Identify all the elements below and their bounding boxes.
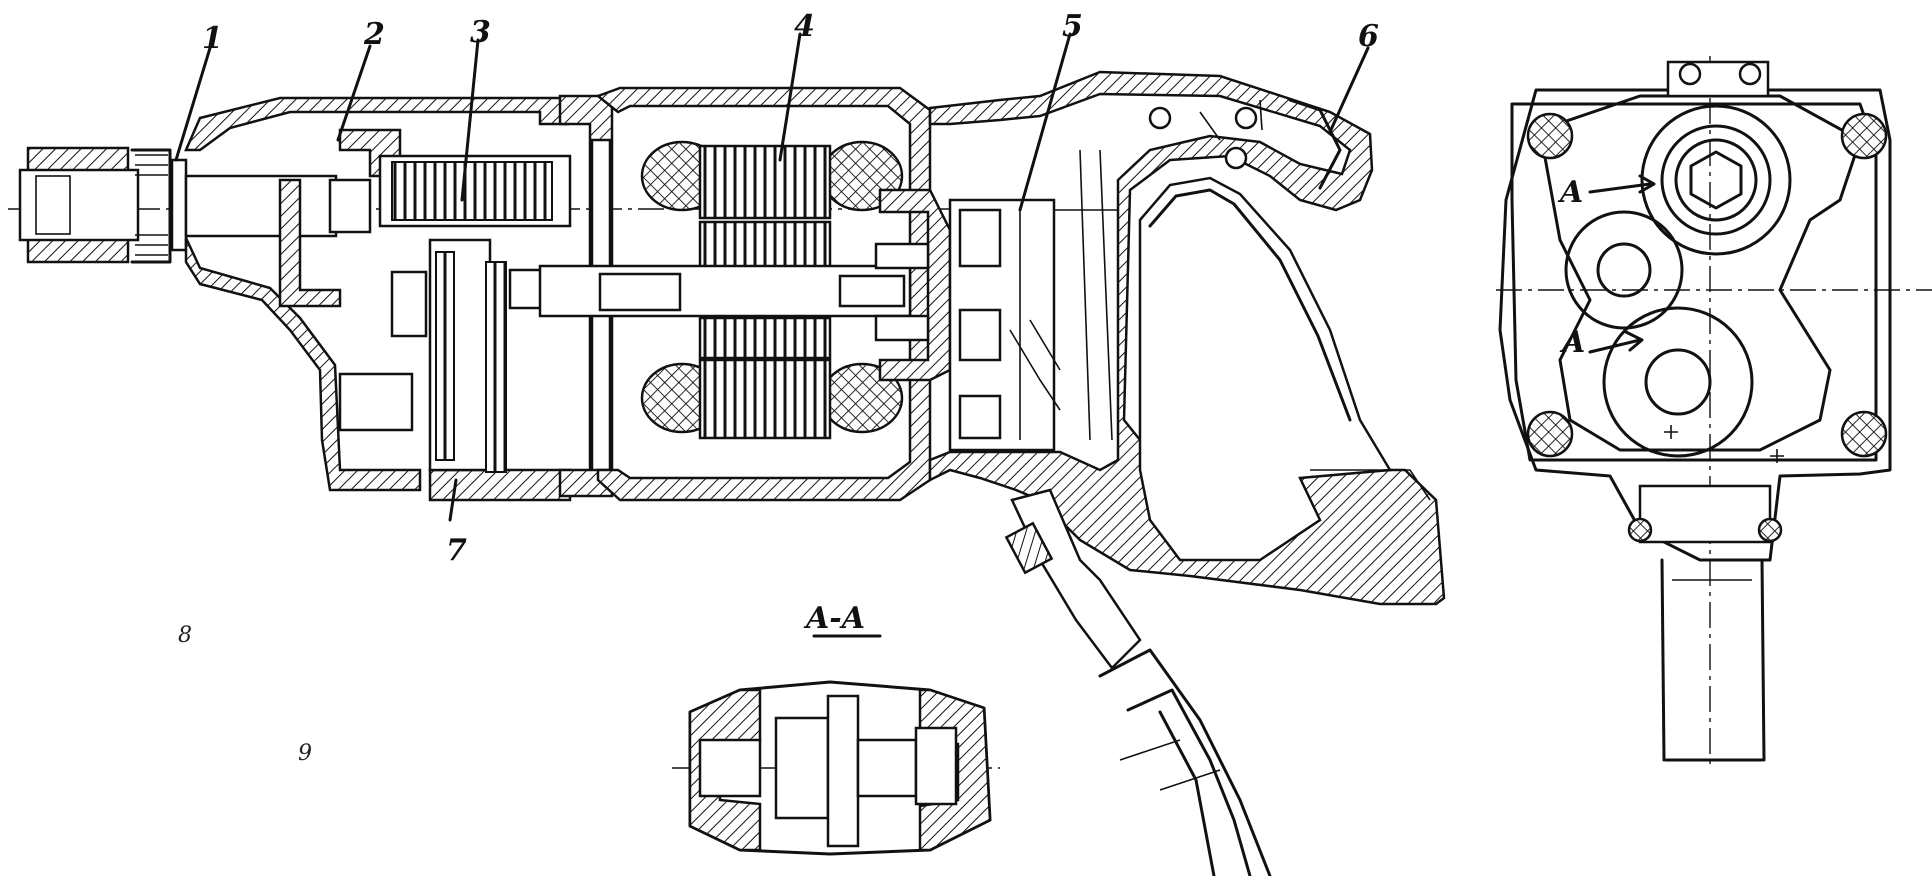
spindle bbox=[184, 174, 338, 238]
section-markers bbox=[1588, 174, 1656, 354]
chuck bbox=[18, 146, 188, 264]
handle-housing bbox=[928, 70, 1446, 606]
bolt-4 bbox=[1840, 410, 1888, 458]
section-a-a bbox=[672, 634, 1000, 856]
bolt-2 bbox=[1840, 112, 1888, 160]
callout-6: 6 bbox=[1358, 19, 1379, 54]
bolt-1 bbox=[1526, 112, 1574, 160]
callout-7: 7 bbox=[446, 533, 467, 568]
callout-1: 1 bbox=[202, 21, 223, 56]
section-mark-lower: A bbox=[1559, 325, 1585, 360]
section-mark-upper: A bbox=[1557, 175, 1583, 210]
power-cable bbox=[1004, 488, 1272, 876]
gear-housing-front bbox=[184, 96, 570, 152]
end-view-outline bbox=[1498, 88, 1892, 562]
callout-5: 5 bbox=[1062, 9, 1083, 44]
callout-3: 3 bbox=[470, 15, 491, 50]
callout-4: 4 bbox=[794, 9, 815, 44]
bolt-3 bbox=[1526, 410, 1574, 458]
stray-mark-8: 8 bbox=[178, 623, 192, 648]
callout-leaders bbox=[174, 32, 1370, 522]
main-side-view bbox=[8, 70, 1446, 876]
end-view bbox=[1496, 56, 1932, 768]
callout-2: 2 bbox=[363, 17, 385, 52]
motor-housing bbox=[595, 86, 932, 502]
stray-mark-9: 9 bbox=[298, 741, 312, 766]
section-title: A-A bbox=[803, 601, 865, 636]
